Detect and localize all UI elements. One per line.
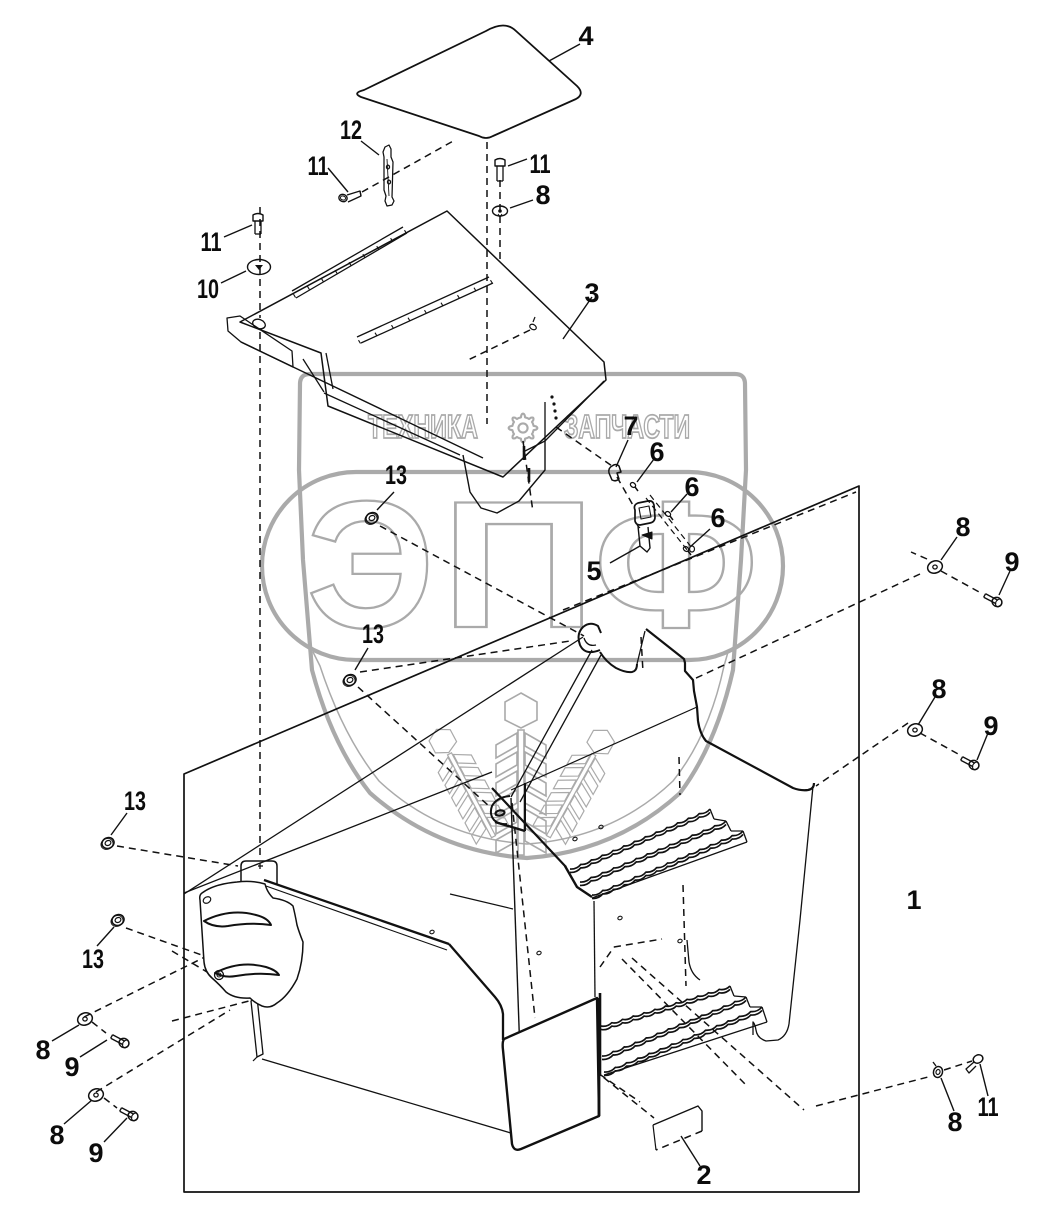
svg-text:11: 11 xyxy=(308,151,329,181)
svg-text:8: 8 xyxy=(49,1120,64,1150)
svg-text:8: 8 xyxy=(35,1035,50,1065)
svg-text:9: 9 xyxy=(88,1138,103,1168)
svg-text:8: 8 xyxy=(931,674,946,704)
svg-text:6: 6 xyxy=(710,503,725,533)
svg-text:6: 6 xyxy=(649,437,664,467)
svg-text:Э: Э xyxy=(307,464,435,666)
svg-text:11: 11 xyxy=(201,227,222,257)
svg-text:10: 10 xyxy=(197,274,219,304)
svg-text:13: 13 xyxy=(82,944,104,974)
svg-text:8: 8 xyxy=(955,512,970,542)
svg-text:7: 7 xyxy=(623,411,638,441)
svg-text:ЗАПЧАСТИ: ЗАПЧАСТИ xyxy=(564,408,690,445)
svg-text:13: 13 xyxy=(362,619,384,649)
svg-text:13: 13 xyxy=(385,460,407,490)
svg-text:9: 9 xyxy=(64,1052,79,1082)
svg-text:1: 1 xyxy=(906,885,921,915)
svg-text:3: 3 xyxy=(584,278,599,308)
svg-text:8: 8 xyxy=(535,180,550,210)
svg-text:8: 8 xyxy=(947,1107,962,1137)
svg-text:9: 9 xyxy=(1004,547,1019,577)
svg-text:2: 2 xyxy=(696,1160,711,1190)
svg-text:11: 11 xyxy=(978,1092,999,1122)
svg-text:5: 5 xyxy=(586,556,601,586)
svg-text:ТЕХНИКА: ТЕХНИКА xyxy=(368,408,478,445)
svg-text:4: 4 xyxy=(578,21,593,51)
svg-text:П: П xyxy=(441,464,596,666)
svg-text:6: 6 xyxy=(684,472,699,502)
svg-text:12: 12 xyxy=(340,115,362,145)
svg-text:9: 9 xyxy=(983,711,998,741)
svg-text:11: 11 xyxy=(530,149,551,179)
svg-text:13: 13 xyxy=(124,786,146,816)
